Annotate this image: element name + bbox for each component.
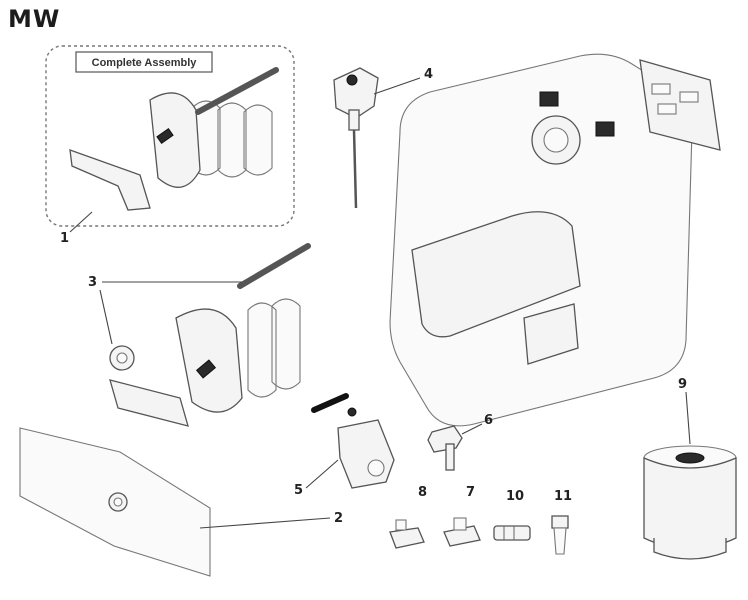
- flange-terminal: [156, 128, 174, 144]
- fitting-8: [389, 519, 425, 549]
- callout-2: 2: [334, 511, 343, 526]
- thermostat-pocket: [195, 67, 279, 115]
- inset-title: Complete Assembly: [92, 57, 198, 69]
- thermostat-probe: [333, 67, 379, 209]
- fitting-7: [443, 517, 481, 547]
- complete-assembly-inset: Complete Assembly: [45, 45, 295, 227]
- callout-10: 10: [506, 489, 524, 504]
- expansion-vessel: [643, 445, 737, 560]
- callout-11: 11: [554, 489, 572, 504]
- element-cover-plate: [19, 427, 211, 577]
- water-heater-tank: [389, 53, 693, 427]
- valve-fitting: [427, 425, 463, 471]
- callout-3: 3: [88, 275, 97, 290]
- element-flange: [149, 92, 201, 188]
- thermostat-body: [311, 393, 395, 489]
- fitting-11: [551, 515, 569, 555]
- callout-4: 4: [424, 67, 433, 82]
- callout-1: 1: [60, 231, 69, 246]
- diagram-title: MW: [8, 5, 60, 33]
- callout-6: 6: [484, 413, 493, 428]
- heating-element-assembly: [109, 243, 311, 427]
- callout-9: 9: [678, 377, 687, 392]
- callout-8: 8: [418, 485, 427, 500]
- mounting-bracket: [69, 149, 151, 211]
- heating-coil: [191, 100, 273, 178]
- wall-plate: [639, 59, 721, 151]
- callout-7: 7: [466, 485, 475, 500]
- fitting-10: [493, 525, 531, 541]
- callout-5: 5: [294, 483, 303, 498]
